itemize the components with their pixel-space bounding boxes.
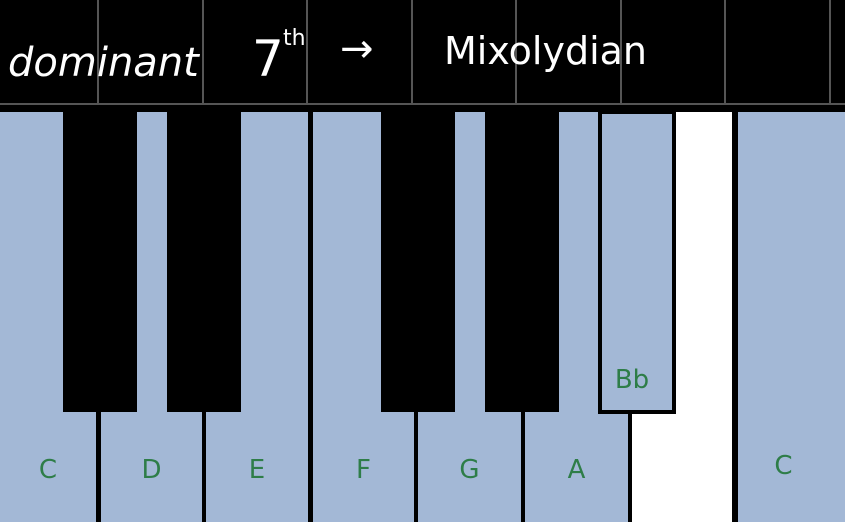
title-arrow: → [340, 26, 374, 72]
white-key-label-4: F [356, 455, 371, 485]
white-key-label-8: C [774, 451, 792, 481]
white-key-label-5: G [459, 455, 479, 485]
white-key-label-3: E [249, 455, 265, 485]
white-key-label-2: D [141, 455, 161, 485]
black-key-2 [167, 112, 241, 412]
black-keys [63, 110, 676, 414]
piano-keyboard: C D E F G A C Bb [0, 110, 845, 522]
header-grid [0, 0, 845, 105]
white-key-8 [738, 112, 845, 522]
title-mixolydian: Mixolydian [444, 29, 647, 73]
title-dominant: dominant [8, 40, 200, 86]
black-key-4 [485, 112, 559, 412]
black-key-5 [598, 110, 676, 414]
title-th: th [283, 26, 306, 51]
white-key-label-1: C [39, 455, 57, 485]
title-seven: 7 [252, 30, 284, 88]
black-key-labels: Bb [615, 365, 649, 395]
black-key-label-5: Bb [615, 365, 649, 395]
title: dominant 7 th → Mixolydian [8, 26, 647, 88]
black-key-1 [63, 112, 137, 412]
white-key-label-6: A [568, 455, 586, 485]
black-key-3 [381, 112, 455, 412]
